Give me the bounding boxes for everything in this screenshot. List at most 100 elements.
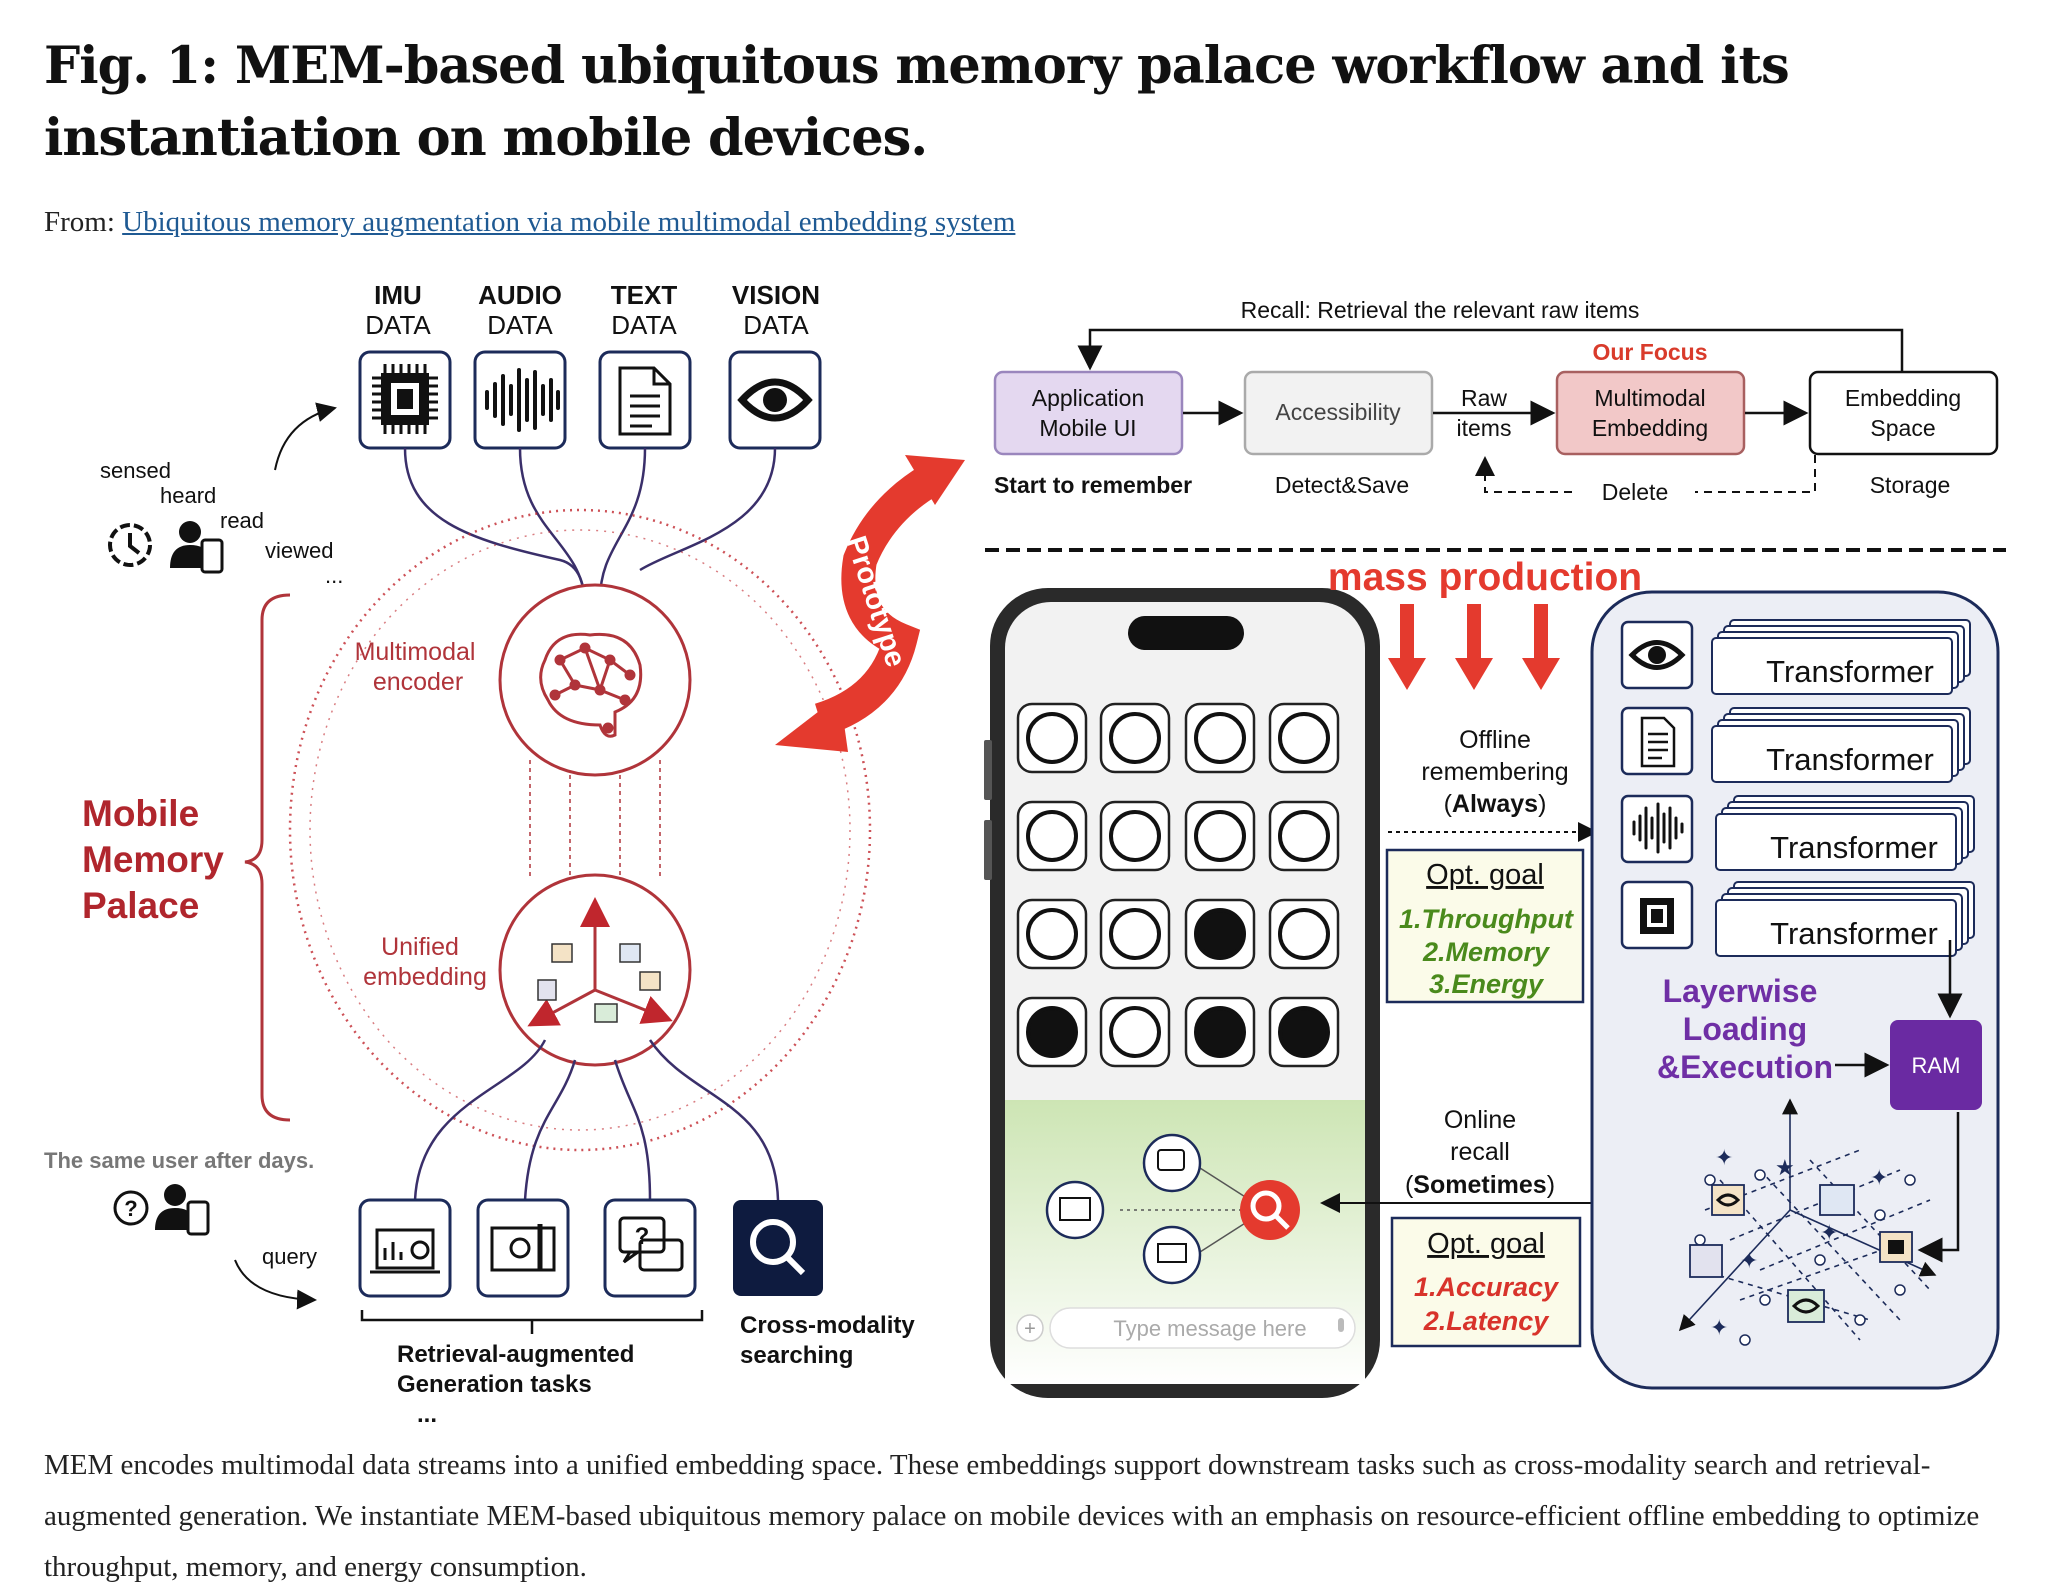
- source-article-link[interactable]: Ubiquitous memory augmentation via mobil…: [122, 206, 1016, 238]
- ram-label: RAM: [1912, 1053, 1961, 1078]
- start-remember-label: Start to remember: [994, 472, 1192, 498]
- twitch-icon[interactable]: [1099, 800, 1171, 872]
- add-attachment-button[interactable]: [1016, 1314, 1044, 1342]
- reels-icon[interactable]: [1016, 702, 1088, 774]
- transformer-layer-card: [1711, 637, 1953, 695]
- storage-label: Storage: [1870, 472, 1951, 498]
- rag-label-3: ...: [417, 1401, 437, 1428]
- offline-label-1: Offline: [1459, 726, 1531, 754]
- dribbble-icon[interactable]: [1099, 898, 1171, 970]
- snapchat-icon[interactable]: [1099, 996, 1171, 1068]
- app-ui-label-1: Application: [1032, 385, 1145, 411]
- transformer-layer-card: [1711, 725, 1953, 783]
- offline-label-2: remembering: [1421, 758, 1568, 786]
- raw-items-label-1: Raw: [1461, 385, 1507, 411]
- figure-title: Fig. 1: MEM-based ubiquitous memory pala…: [44, 36, 1790, 168]
- left-panel: IMU DATA AUDIO DATA TEXT DATA VISION DAT…: [44, 280, 965, 1428]
- document-icon: [618, 366, 672, 436]
- ellipsis-word: ...: [325, 563, 343, 588]
- transformer-label-2: Transformer: [1766, 742, 1934, 777]
- app-ui-box: [993, 370, 1184, 456]
- embedding-label-1: Unified: [381, 933, 459, 961]
- accessibility-label: Accessibility: [1275, 399, 1401, 425]
- deviantart-icon[interactable]: [1268, 702, 1340, 774]
- rag-label-2: Generation tasks: [397, 1371, 592, 1398]
- svg-text:✦: ✦: [1715, 1145, 1733, 1170]
- app-grid: [1016, 702, 1340, 1068]
- history-clock-icon: [108, 523, 152, 567]
- question-chat-icon: ?: [618, 1216, 684, 1272]
- online-label-2: recall: [1450, 1138, 1510, 1166]
- transformer-stack: TransformerTransformerTransformerTransfo…: [1711, 619, 1975, 957]
- mastodon-icon[interactable]: [1268, 800, 1340, 872]
- message-placeholder: Type message here: [1113, 1316, 1306, 1341]
- facebook-icon[interactable]: [1016, 898, 1088, 970]
- svg-text:★: ★: [1775, 1155, 1795, 1180]
- rag-label-1: Retrieval-augmented: [397, 1341, 634, 1368]
- svg-text:?: ?: [124, 1196, 137, 1221]
- vision-data-label: DATA: [743, 310, 809, 340]
- linkedin-icon[interactable]: [1184, 898, 1256, 970]
- mm-embedding-label-2: Embedding: [1592, 415, 1708, 441]
- hashtag-chat-icon[interactable]: [1016, 800, 1088, 872]
- online-goal-title: Opt. goal: [1427, 1228, 1545, 1260]
- tumblr-icon[interactable]: [1268, 996, 1340, 1068]
- svg-text:✦: ✦: [1820, 1220, 1838, 1245]
- query-user-icon: ?: [113, 1184, 210, 1236]
- tiktok-icon[interactable]: [1016, 996, 1088, 1068]
- heard-word: heard: [160, 483, 216, 508]
- sensed-word: sensed: [100, 458, 171, 483]
- transformer-label-4: Transformer: [1770, 916, 1938, 951]
- report-board-icon: [490, 1224, 556, 1272]
- multimodal-embedding-box: [1555, 370, 1746, 456]
- phone-recall-area: + Type message here: [1016, 1133, 1356, 1349]
- layerwise-label-3: &Execution: [1657, 1049, 1833, 1085]
- transformer-layer-card: [1715, 899, 1957, 957]
- youtube-icon[interactable]: [1184, 996, 1256, 1068]
- magnifier-icon: [750, 1219, 806, 1276]
- laptop-chart-icon: [370, 1228, 440, 1274]
- search-app-icon: [733, 1200, 823, 1296]
- delete-label: Delete: [1602, 479, 1668, 505]
- offline-goal-title: Opt. goal: [1426, 859, 1544, 891]
- contact-icon[interactable]: [1184, 702, 1256, 774]
- viewed-word: viewed: [265, 538, 333, 563]
- offline-goal-2: 2.Memory: [1422, 937, 1551, 967]
- online-label-3: (Sometimes): [1405, 1171, 1555, 1199]
- transformer-doc-icon: [1640, 716, 1676, 768]
- embedding-space-box: [1808, 370, 1999, 456]
- pipeline-panel: Recall: Retrieval the relevant raw items…: [985, 297, 2006, 552]
- layerwise-label-1: Layerwise: [1663, 973, 1818, 1009]
- our-focus-label: Our Focus: [1592, 339, 1707, 365]
- read-word: read: [220, 508, 264, 533]
- text-data-label: DATA: [611, 310, 677, 340]
- svg-text:✦: ✦: [1870, 1165, 1888, 1190]
- brain-network-icon: [539, 632, 643, 738]
- online-label-1: Online: [1444, 1106, 1516, 1134]
- emb-space-label-2: Space: [1870, 415, 1935, 441]
- imu-label: IMU: [374, 280, 422, 310]
- transformer-layer-card: [1715, 813, 1957, 871]
- eye-icon: [737, 378, 813, 422]
- transformer-label-3: Transformer: [1770, 830, 1938, 865]
- whatsapp-icon[interactable]: [1268, 898, 1340, 970]
- app-ui-label-2: Mobile UI: [1039, 415, 1136, 441]
- transformer-eye-icon: [1628, 640, 1686, 670]
- discord-icon[interactable]: [1184, 800, 1256, 872]
- grid-eye-icons: [1715, 1193, 1904, 1314]
- embedding-space-grid: [1678, 1098, 1937, 1341]
- palace-word-1: Mobile: [82, 793, 199, 834]
- pinterest-icon[interactable]: [1099, 702, 1171, 774]
- message-input[interactable]: [1049, 1307, 1356, 1349]
- svg-text:+: +: [1024, 1318, 1036, 1340]
- from-line: From: Ubiquitous memory augmentation via…: [44, 206, 1015, 239]
- recall-search-button[interactable]: [1240, 1180, 1300, 1240]
- offline-label-3: (Always): [1444, 790, 1547, 818]
- waveform-icon: [485, 368, 560, 432]
- ram-box: [1890, 1020, 1982, 1110]
- palace-word-2: Memory: [82, 839, 224, 880]
- online-goal-1: 1.Accuracy: [1414, 1272, 1560, 1302]
- query-label: query: [262, 1244, 317, 1269]
- raw-items-label-2: items: [1457, 415, 1512, 441]
